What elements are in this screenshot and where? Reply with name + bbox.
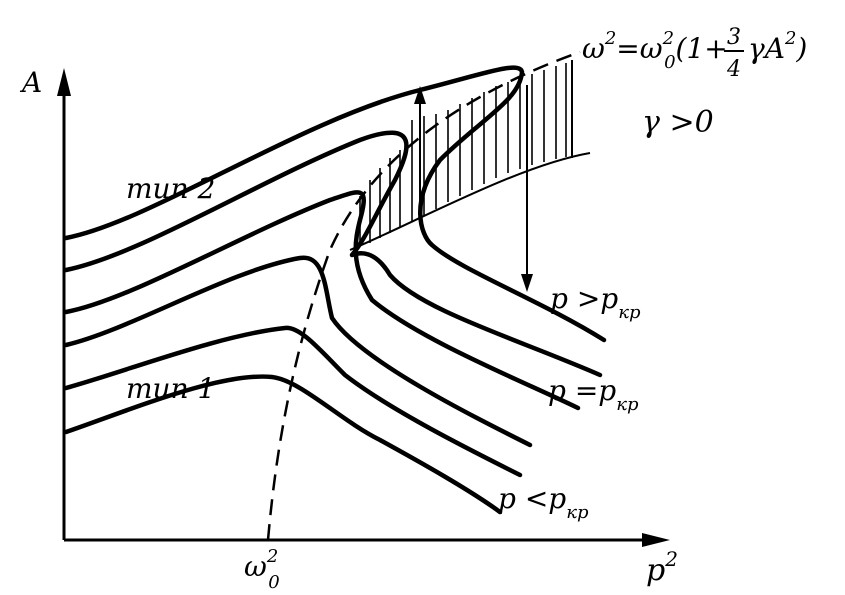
backbone-curve [266, 50, 581, 541]
y-axis-label: A [19, 66, 42, 99]
type2-label: тип 2 [126, 172, 215, 205]
formula-tail: γA2) [748, 28, 807, 65]
jump-up-arrowhead [414, 86, 426, 104]
type1-label: тип 1 [126, 372, 215, 405]
jump-arrows [414, 85, 533, 292]
hatch-lines [359, 63, 567, 246]
response-curve-5-critical [63, 130, 603, 378]
response-curve-3 [63, 255, 533, 448]
response-curve-4 [63, 190, 581, 411]
response-curve-6 [63, 65, 607, 343]
p-greater-critical-label: p >pкр [550, 282, 641, 323]
jump-down-arrowhead [521, 274, 533, 292]
formula-fraction-denominator: 4 [726, 57, 741, 82]
x-axis-arrow [642, 533, 670, 547]
response-curve-2 [63, 325, 523, 478]
response-curve-1 [63, 374, 503, 515]
gamma-condition: γ >0 [642, 105, 714, 140]
p-equal-critical-label: p =pкр [548, 374, 639, 415]
response-curves [63, 65, 607, 515]
p-less-critical-label: p <pкр [498, 482, 589, 523]
unstable-region [349, 60, 591, 251]
x-axis-label: p2 [646, 547, 678, 588]
y-axis-arrow [57, 68, 71, 96]
formula-fraction-numerator: 3 [727, 25, 741, 50]
unstable-region-lower-boundary [349, 152, 591, 251]
